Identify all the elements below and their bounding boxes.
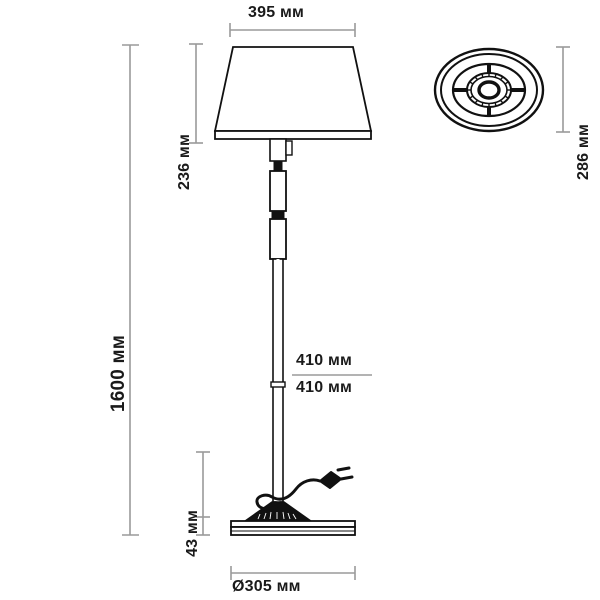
dim-label-base-height: 43 мм [184,510,201,557]
stem-segment-upper [269,170,287,212]
stem-segment-middle [269,218,287,260]
dim-label-shade-height: 236 мм [176,134,193,191]
dimension-lines [122,23,570,580]
dim-label-base-diameter: Ø305 мм [232,578,301,595]
lamp-socket-neck [273,160,283,172]
power-plug-pin-upper [336,466,351,472]
dim-label-shade-width: 395 мм [248,4,305,21]
power-plug-pin-lower [339,475,354,481]
lamp-socket-housing [269,138,287,162]
front-view-lamp [213,46,373,536]
lamp-switch-knob [285,140,293,156]
dim-label-topview-depth: 286 мм [575,124,592,181]
stem-joint-upper [271,210,285,220]
topview-center-bore [477,80,501,100]
top-view-shade [433,47,545,133]
topview-hub-hatch [467,73,511,107]
lampshade-bottom-rim [214,130,372,140]
power-plug-body [319,471,342,489]
base-cone-hatch [257,511,297,520]
power-cord [255,478,322,511]
lampshade-body [213,46,373,132]
pole-collar [270,381,286,388]
dim-label-total-height: 1600 мм [108,335,129,413]
dim-label-mid-upper: 410 мм [296,352,353,369]
dim-label-mid-lower: 410 мм [296,379,353,396]
base-plate-top [230,520,356,528]
